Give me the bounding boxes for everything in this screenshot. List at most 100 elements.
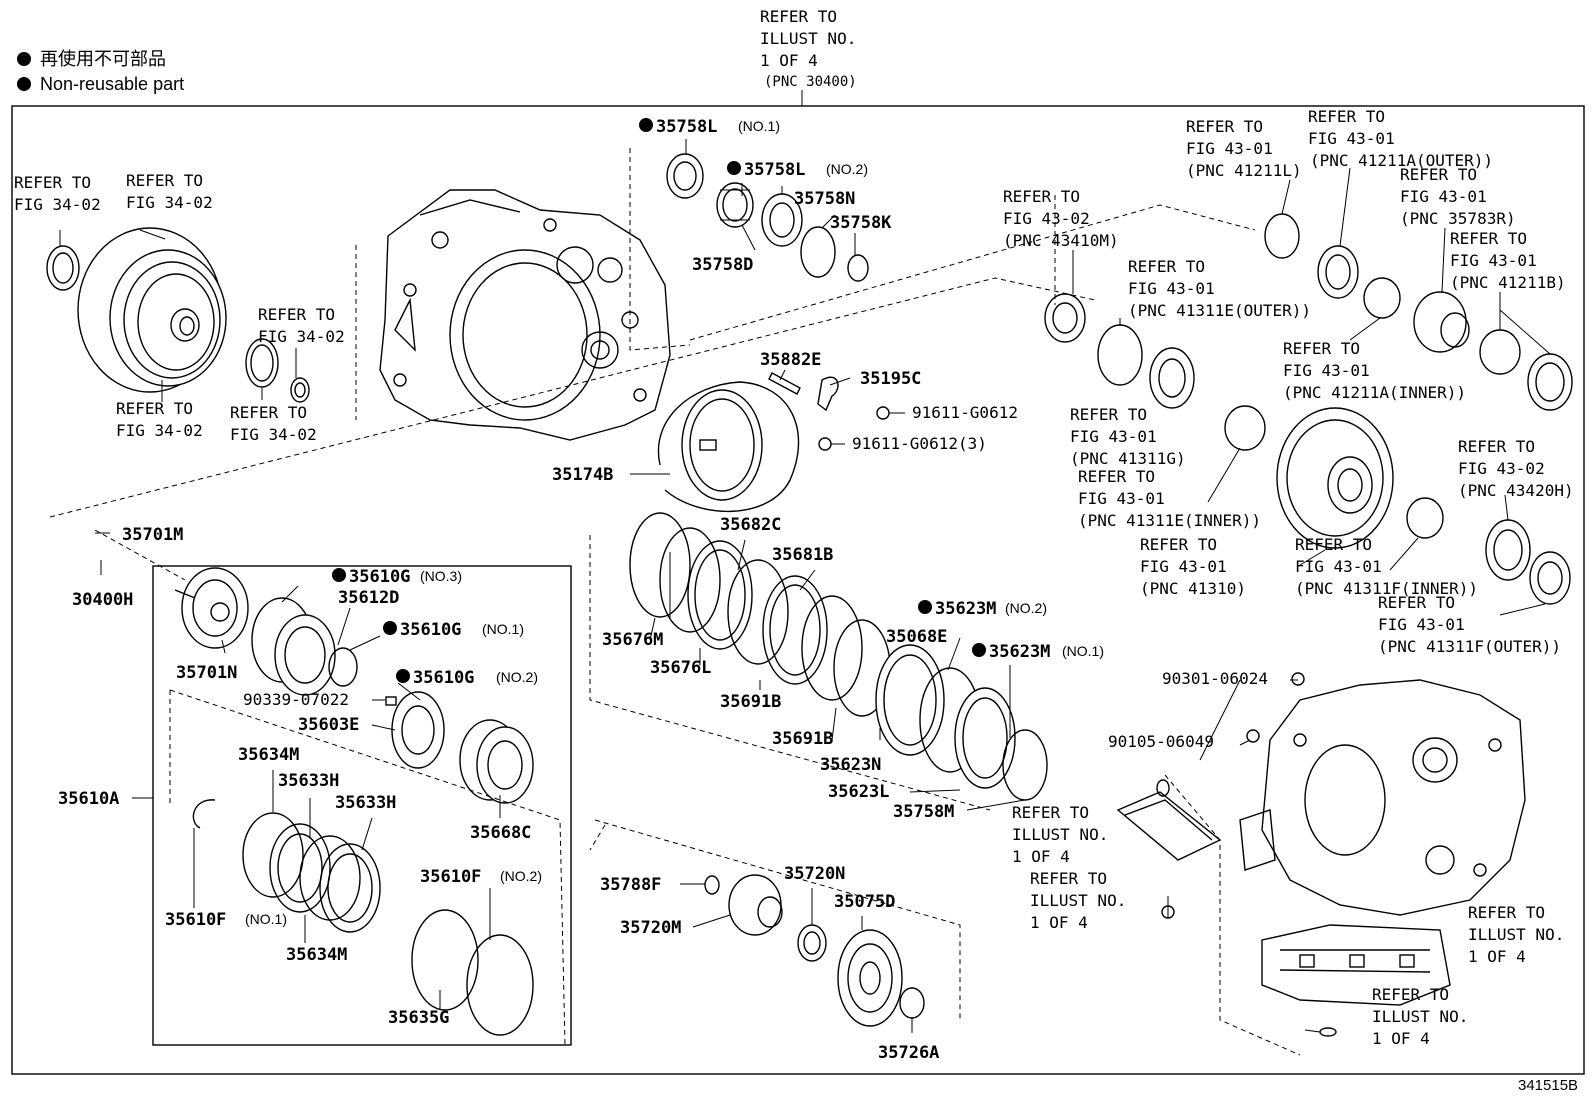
- part-35623m-2: 35623M: [935, 599, 996, 619]
- svg-text:REFER TO: REFER TO: [1003, 187, 1080, 206]
- ref-41311g: REFER TO FIG 43-01 (PNC 41311G): [1070, 405, 1186, 468]
- svg-text:FIG 34-02: FIG 34-02: [230, 425, 317, 444]
- svg-text:FIG 43-01: FIG 43-01: [1283, 361, 1370, 380]
- part-35610g-1: 35610G: [400, 620, 461, 640]
- part-35075d: 35075D: [834, 892, 895, 912]
- svg-text:1 OF 4: 1 OF 4: [1372, 1029, 1430, 1048]
- svg-text:ILLUST NO.: ILLUST NO.: [1372, 1007, 1468, 1026]
- svg-text:1 OF 4: 1 OF 4: [1012, 847, 1070, 866]
- svg-text:FIG 43-01: FIG 43-01: [1070, 427, 1157, 446]
- svg-text:(PNC 41311F(OUTER)): (PNC 41311F(OUTER)): [1378, 637, 1561, 656]
- svg-text:FIG 43-01: FIG 43-01: [1308, 129, 1395, 148]
- svg-text:REFER TO: REFER TO: [1450, 229, 1527, 248]
- svg-text:(PNC 41311E(OUTER)): (PNC 41311E(OUTER)): [1128, 301, 1311, 320]
- part-91611-b: 91611-G0612(3): [852, 434, 987, 453]
- part-35610a: 35610A: [58, 789, 119, 809]
- legend-ja: 再使用不可部品: [40, 49, 166, 69]
- ref-41311e-inner: REFER TO FIG 43-01 (PNC 41311E(INNER)): [1078, 467, 1261, 530]
- svg-text:(PNC 41211A(INNER)): (PNC 41211A(INNER)): [1283, 383, 1466, 402]
- diagram-frame: [11, 105, 1585, 1075]
- svg-text:1 OF 4: 1 OF 4: [1030, 913, 1088, 932]
- part-90301-06024: 90301-06024: [1162, 669, 1268, 688]
- legend: 再使用不可部品 Non-reusable part: [17, 49, 184, 94]
- ref-41211l: REFER TO FIG 43-01 (PNC 41211L): [1186, 117, 1302, 180]
- part-35623m-1: 35623M: [989, 642, 1050, 662]
- part-35623n: 35623N: [820, 755, 881, 775]
- svg-text:FIG 43-02: FIG 43-02: [1003, 209, 1090, 228]
- svg-text:FIG 34-02: FIG 34-02: [116, 421, 203, 440]
- part-35612d: 35612D: [338, 588, 399, 608]
- part-35610f-1: 35610F: [165, 910, 226, 930]
- part-35610g-3: 35610G: [349, 567, 410, 587]
- oil-filter: [1116, 779, 1222, 919]
- oil-screen-35174b: [657, 381, 800, 513]
- ref-41311f-inner: REFER TO FIG 43-01 (PNC 41311F(INNER)): [1295, 535, 1478, 598]
- svg-text:REFER TO: REFER TO: [230, 403, 307, 422]
- svg-text:REFER TO: REFER TO: [1128, 257, 1205, 276]
- part-35882e: 35882E: [760, 350, 821, 370]
- svg-text:(PNC 41310): (PNC 41310): [1140, 579, 1246, 598]
- transaxle-case-right: [1239, 672, 1526, 916]
- svg-text:REFER TO: REFER TO: [1283, 339, 1360, 358]
- non-reusable-marker-icon: [17, 77, 31, 91]
- part-35195c: 35195C: [860, 369, 921, 389]
- svg-text:ILLUST NO.: ILLUST NO.: [1468, 925, 1564, 944]
- svg-text:FIG 43-01: FIG 43-01: [1186, 139, 1273, 158]
- svg-text:(PNC 41211A(OUTER)): (PNC 41211A(OUTER)): [1310, 151, 1493, 170]
- part-labels: 35758L (NO.1) 35758L (NO.2) 35758N 35758…: [58, 117, 1268, 1063]
- clutch-pack: [629, 512, 1048, 801]
- non-reusable-marker-icon: [918, 600, 932, 614]
- svg-text:(PNC 41311G): (PNC 41311G): [1070, 449, 1186, 468]
- svg-text:REFER TO: REFER TO: [1378, 593, 1455, 612]
- leader-lines: [59, 139, 1551, 1033]
- svg-text:REFER TO: REFER TO: [14, 173, 91, 192]
- subassembly-parts: [174, 567, 534, 1036]
- ref-43420h: REFER TO FIG 43-02 (PNC 43420H): [1458, 437, 1574, 500]
- non-reusable-marker-icon: [17, 52, 31, 66]
- svg-text:FIG 34-02: FIG 34-02: [258, 327, 345, 346]
- svg-text:(PNC 43420H): (PNC 43420H): [1458, 481, 1574, 500]
- svg-text:FIG 43-02: FIG 43-02: [1458, 459, 1545, 478]
- valve-body: [1261, 924, 1451, 1037]
- part-91611-a: 91611-G0612: [912, 403, 1018, 422]
- svg-text:(NO.1): (NO.1): [245, 911, 287, 927]
- part-35758d: 35758D: [692, 255, 753, 275]
- part-35681b: 35681B: [772, 545, 833, 565]
- svg-text:(PNC 41211L): (PNC 41211L): [1186, 161, 1302, 180]
- part-35726a: 35726A: [878, 1043, 939, 1063]
- svg-text:ILLUST NO.: ILLUST NO.: [1012, 825, 1108, 844]
- non-reusable-marker-icon: [396, 669, 410, 683]
- part-35174b: 35174B: [552, 465, 613, 485]
- ref-illust-c: REFER TO ILLUST NO. 1 OF 4: [1468, 903, 1564, 966]
- part-35068e: 35068E: [886, 627, 947, 647]
- svg-text:REFER TO: REFER TO: [1458, 437, 1535, 456]
- svg-text:FIG 43-01: FIG 43-01: [1140, 557, 1227, 576]
- part-35610f-2: 35610F: [420, 867, 481, 887]
- svg-text:1 OF 4: 1 OF 4: [760, 51, 818, 70]
- svg-text:(PNC 41311E(INNER)): (PNC 41311E(INNER)): [1078, 511, 1261, 530]
- part-35758k: 35758K: [830, 213, 892, 233]
- ref-41311f-outer: REFER TO FIG 43-01 (PNC 41311F(OUTER)): [1378, 593, 1561, 656]
- part-35633h-b: 35633H: [335, 793, 396, 813]
- part-35758n: 35758N: [794, 189, 855, 209]
- part-35758l-2: 35758L: [744, 160, 805, 180]
- svg-text:(NO.2): (NO.2): [826, 161, 868, 177]
- ref-fig3402-b: REFER TO FIG 34-02: [126, 171, 213, 212]
- ref-41211a-outer: REFER TO FIG 43-01 (PNC 41211A(OUTER)): [1308, 107, 1493, 170]
- reference-labels: REFER TO FIG 34-02 REFER TO FIG 34-02 RE…: [14, 107, 1574, 1048]
- svg-text:FIG 43-01: FIG 43-01: [1128, 279, 1215, 298]
- non-reusable-marker-icon: [972, 643, 986, 657]
- svg-text:(NO.2): (NO.2): [1005, 600, 1047, 616]
- guide-lines: [49, 148, 1301, 1056]
- svg-text:(NO.1): (NO.1): [738, 118, 780, 134]
- part-35676l: 35676L: [650, 658, 711, 678]
- top-reference: REFER TO ILLUST NO. 1 OF 4 (PNC 30400): [760, 7, 857, 106]
- ref-35783r: REFER TO FIG 43-01 (PNC 35783R): [1400, 165, 1516, 228]
- ref-41211b: REFER TO FIG 43-01 (PNC 41211B): [1450, 229, 1566, 292]
- part-35758m: 35758M: [893, 802, 954, 822]
- part-35701m: 35701M: [122, 525, 183, 545]
- part-35758l-1: 35758L: [656, 117, 717, 137]
- svg-text:REFER TO: REFER TO: [1186, 117, 1263, 136]
- non-reusable-marker-icon: [639, 118, 653, 132]
